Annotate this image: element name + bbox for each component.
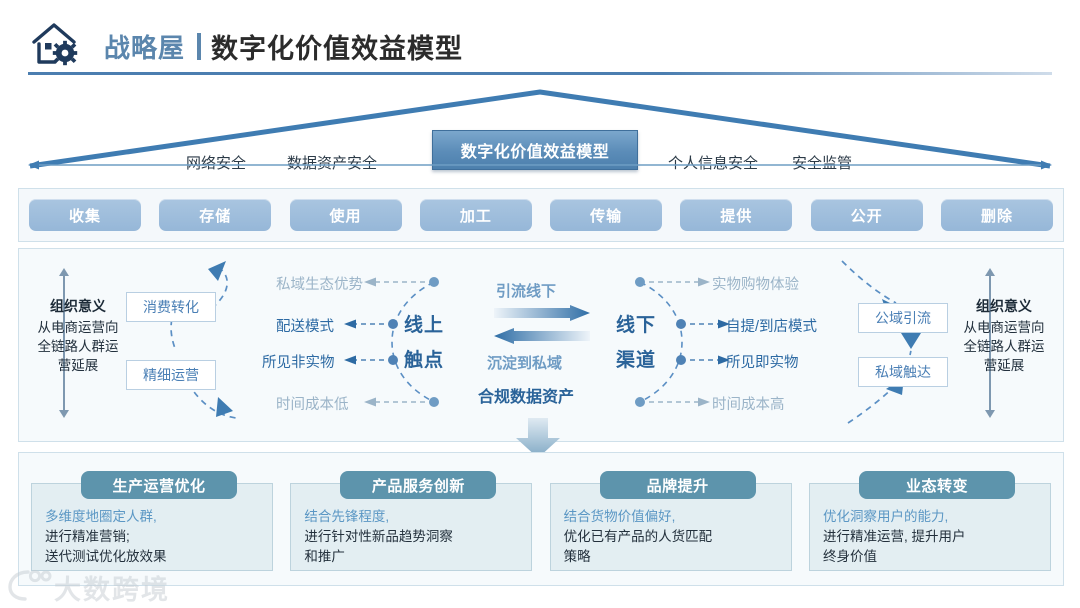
right-axis-arrow-down-icon	[985, 410, 995, 418]
lifecycle-pill-row: 收集 存储 使用 加工 传输 提供 公开 删除	[29, 198, 1053, 232]
offline-node-3: 时间成本高	[712, 397, 785, 413]
page-header: 战略屋 数字化价值效益模型	[0, 0, 1080, 80]
brand-name: 战略屋	[104, 32, 186, 63]
pill-step-1[interactable]: 存储	[159, 199, 272, 231]
outcome-card-0-line-2: 送代测试优化放效果	[45, 549, 167, 564]
right-organization-meaning: 组织意义 从电商运营向全链路人群运营延展	[952, 297, 1056, 375]
brand-divider	[197, 32, 202, 60]
offline-node-2: 所见即实物	[726, 355, 799, 371]
main-diagram-panel	[18, 248, 1064, 442]
roof-label-1: 数据资产安全	[287, 155, 378, 172]
pill-step-3[interactable]: 加工	[419, 199, 532, 231]
center-exchange-arrows-icon	[494, 305, 590, 344]
online-node-0: 私域生态优势	[276, 277, 363, 293]
pill-step-2[interactable]: 使用	[289, 199, 402, 231]
pill-step-6[interactable]: 公开	[810, 199, 923, 231]
outcome-card-3-tab[interactable]: 业态转变	[858, 471, 1015, 499]
outcome-card-2-line-0: 结合货物价值偏好,	[563, 509, 676, 524]
right-meaning-title: 组织意义	[976, 298, 1032, 314]
outcome-card-1[interactable]: 产品服务创新 结合先锋程度, 进行针对性新品趋势洞察 和推广	[290, 471, 533, 571]
outcome-card-0-body: 多维度地圈定人群, 进行精准营销; 送代测试优化放效果	[45, 507, 259, 567]
pill-step-0[interactable]: 收集	[29, 199, 141, 231]
pill-step-4[interactable]: 传输	[550, 199, 663, 231]
left-box-0[interactable]: 消费转化	[126, 292, 216, 322]
online-connector-icon	[344, 277, 439, 407]
outcomes-card-row: 生产运营优化 多维度地圈定人群, 进行精准营销; 送代测试优化放效果 产品服务创…	[31, 471, 1051, 571]
outcome-card-2-line-2: 策略	[563, 549, 591, 564]
roof-center-label: 数字化价值效益模型	[460, 144, 610, 161]
roof-section	[0, 86, 1080, 178]
page-title: 数字化价值效益模型	[211, 33, 464, 64]
right-dashed-loop-icon	[841, 260, 921, 424]
right-box-0[interactable]: 公域引流	[858, 303, 948, 333]
outcome-card-0-line-0: 多维度地圈定人群,	[45, 509, 157, 524]
center-arrow-bottom-label: 沉淀到私域	[487, 355, 563, 372]
roof-label-2: 个人信息安全	[668, 155, 759, 172]
left-organization-meaning: 组织意义 从电商运营向全链路人群运营延展	[26, 297, 130, 375]
online-node-3: 时间成本低	[276, 397, 349, 413]
outcome-card-0-tab[interactable]: 生产运营优化	[81, 471, 237, 499]
right-axis-line	[989, 276, 991, 410]
outcome-card-1-body: 结合先锋程度, 进行针对性新品趋势洞察 和推广	[304, 507, 518, 567]
outcome-card-3-line-0: 优化洞察用户的能力,	[822, 509, 949, 524]
outcome-card-3-line-2: 终身价值	[822, 549, 877, 564]
offline-node-0: 实物购物体验	[712, 277, 799, 293]
outcome-card-2-tab[interactable]: 品牌提升	[599, 471, 756, 499]
outcome-card-3[interactable]: 业态转变 优化洞察用户的能力, 进行精准运营, 提升用户 终身价值	[808, 471, 1051, 571]
outcome-card-3-line-1: 进行精准运营, 提升用户	[822, 529, 966, 544]
left-meaning-body: 从电商运营向全链路人群运营延展	[37, 320, 119, 373]
roof-center-badge[interactable]: 数字化价值效益模型	[432, 130, 638, 170]
left-box-1[interactable]: 精细运营	[126, 360, 216, 390]
online-title-line2: 触点	[404, 350, 445, 371]
pill-step-5[interactable]: 提供	[680, 199, 793, 231]
left-axis-arrow-up-icon	[59, 268, 69, 276]
watermark-text: 大数跨境	[54, 575, 170, 605]
outcome-card-1-line-2: 和推广	[304, 549, 345, 564]
center-footer-label: 合规数据资产	[478, 389, 575, 406]
outcomes-panel: 生产运营优化 多维度地圈定人群, 进行精准营销; 送代测试优化放效果 产品服务创…	[18, 452, 1064, 586]
online-node-2: 所见非实物	[262, 355, 335, 371]
offline-node-1: 自提/到店模式	[726, 319, 818, 335]
outcome-card-0-line-1: 进行精准营销;	[45, 529, 130, 544]
offline-connector-icon	[635, 277, 730, 407]
outcome-card-3-body: 优化洞察用户的能力, 进行精准运营, 提升用户 终身价值	[823, 507, 1037, 567]
outcome-card-2-body: 结合货物价值偏好, 优化已有产品的人货匹配 策略	[564, 507, 778, 567]
left-axis-line	[63, 276, 65, 410]
dashu-logo-icon	[8, 569, 52, 601]
offline-title-line1: 线下	[616, 315, 657, 336]
right-meaning-body: 从电商运营向全链路人群运营延展	[963, 320, 1045, 373]
offline-title-line2: 渠道	[616, 350, 657, 371]
span-double-arrow-icon	[28, 160, 1052, 170]
roof-label-3: 安全监管	[792, 155, 853, 172]
watermark: 大数跨境	[6, 566, 206, 606]
online-node-1: 配送模式	[276, 319, 334, 335]
house-gear-icon	[32, 23, 78, 66]
outcome-card-2-line-1: 优化已有产品的人货匹配	[563, 529, 713, 544]
pill-step-7[interactable]: 删除	[940, 199, 1053, 231]
header-divider	[28, 72, 1052, 75]
center-arrow-top-label: 引流线下	[496, 283, 557, 300]
outcome-card-1-line-1: 进行针对性新品趋势洞察	[304, 529, 453, 544]
outcome-card-1-line-0: 结合先锋程度,	[304, 509, 390, 524]
outcome-card-0[interactable]: 生产运营优化 多维度地圈定人群, 进行精准营销; 送代测试优化放效果	[31, 471, 273, 571]
roof-triangle-icon	[29, 89, 1051, 169]
right-axis-arrow-up-icon	[985, 268, 995, 276]
outcome-card-1-tab[interactable]: 产品服务创新	[340, 471, 497, 499]
flow-down-arrow-icon	[516, 418, 560, 458]
left-meaning-title: 组织意义	[50, 298, 106, 314]
online-title-line1: 线上	[404, 315, 445, 336]
brand-row: 战略屋 数字化价值效益模型	[104, 26, 463, 66]
left-axis-arrow-down-icon	[59, 410, 69, 418]
right-box-1[interactable]: 私域触达	[858, 357, 948, 387]
outcome-card-2[interactable]: 品牌提升 结合货物价值偏好, 优化已有产品的人货匹配 策略	[549, 471, 792, 571]
lifecycle-pill-bar: 收集 存储 使用 加工 传输 提供 公开 删除	[18, 188, 1064, 242]
roof-label-0: 网络安全	[186, 155, 247, 172]
